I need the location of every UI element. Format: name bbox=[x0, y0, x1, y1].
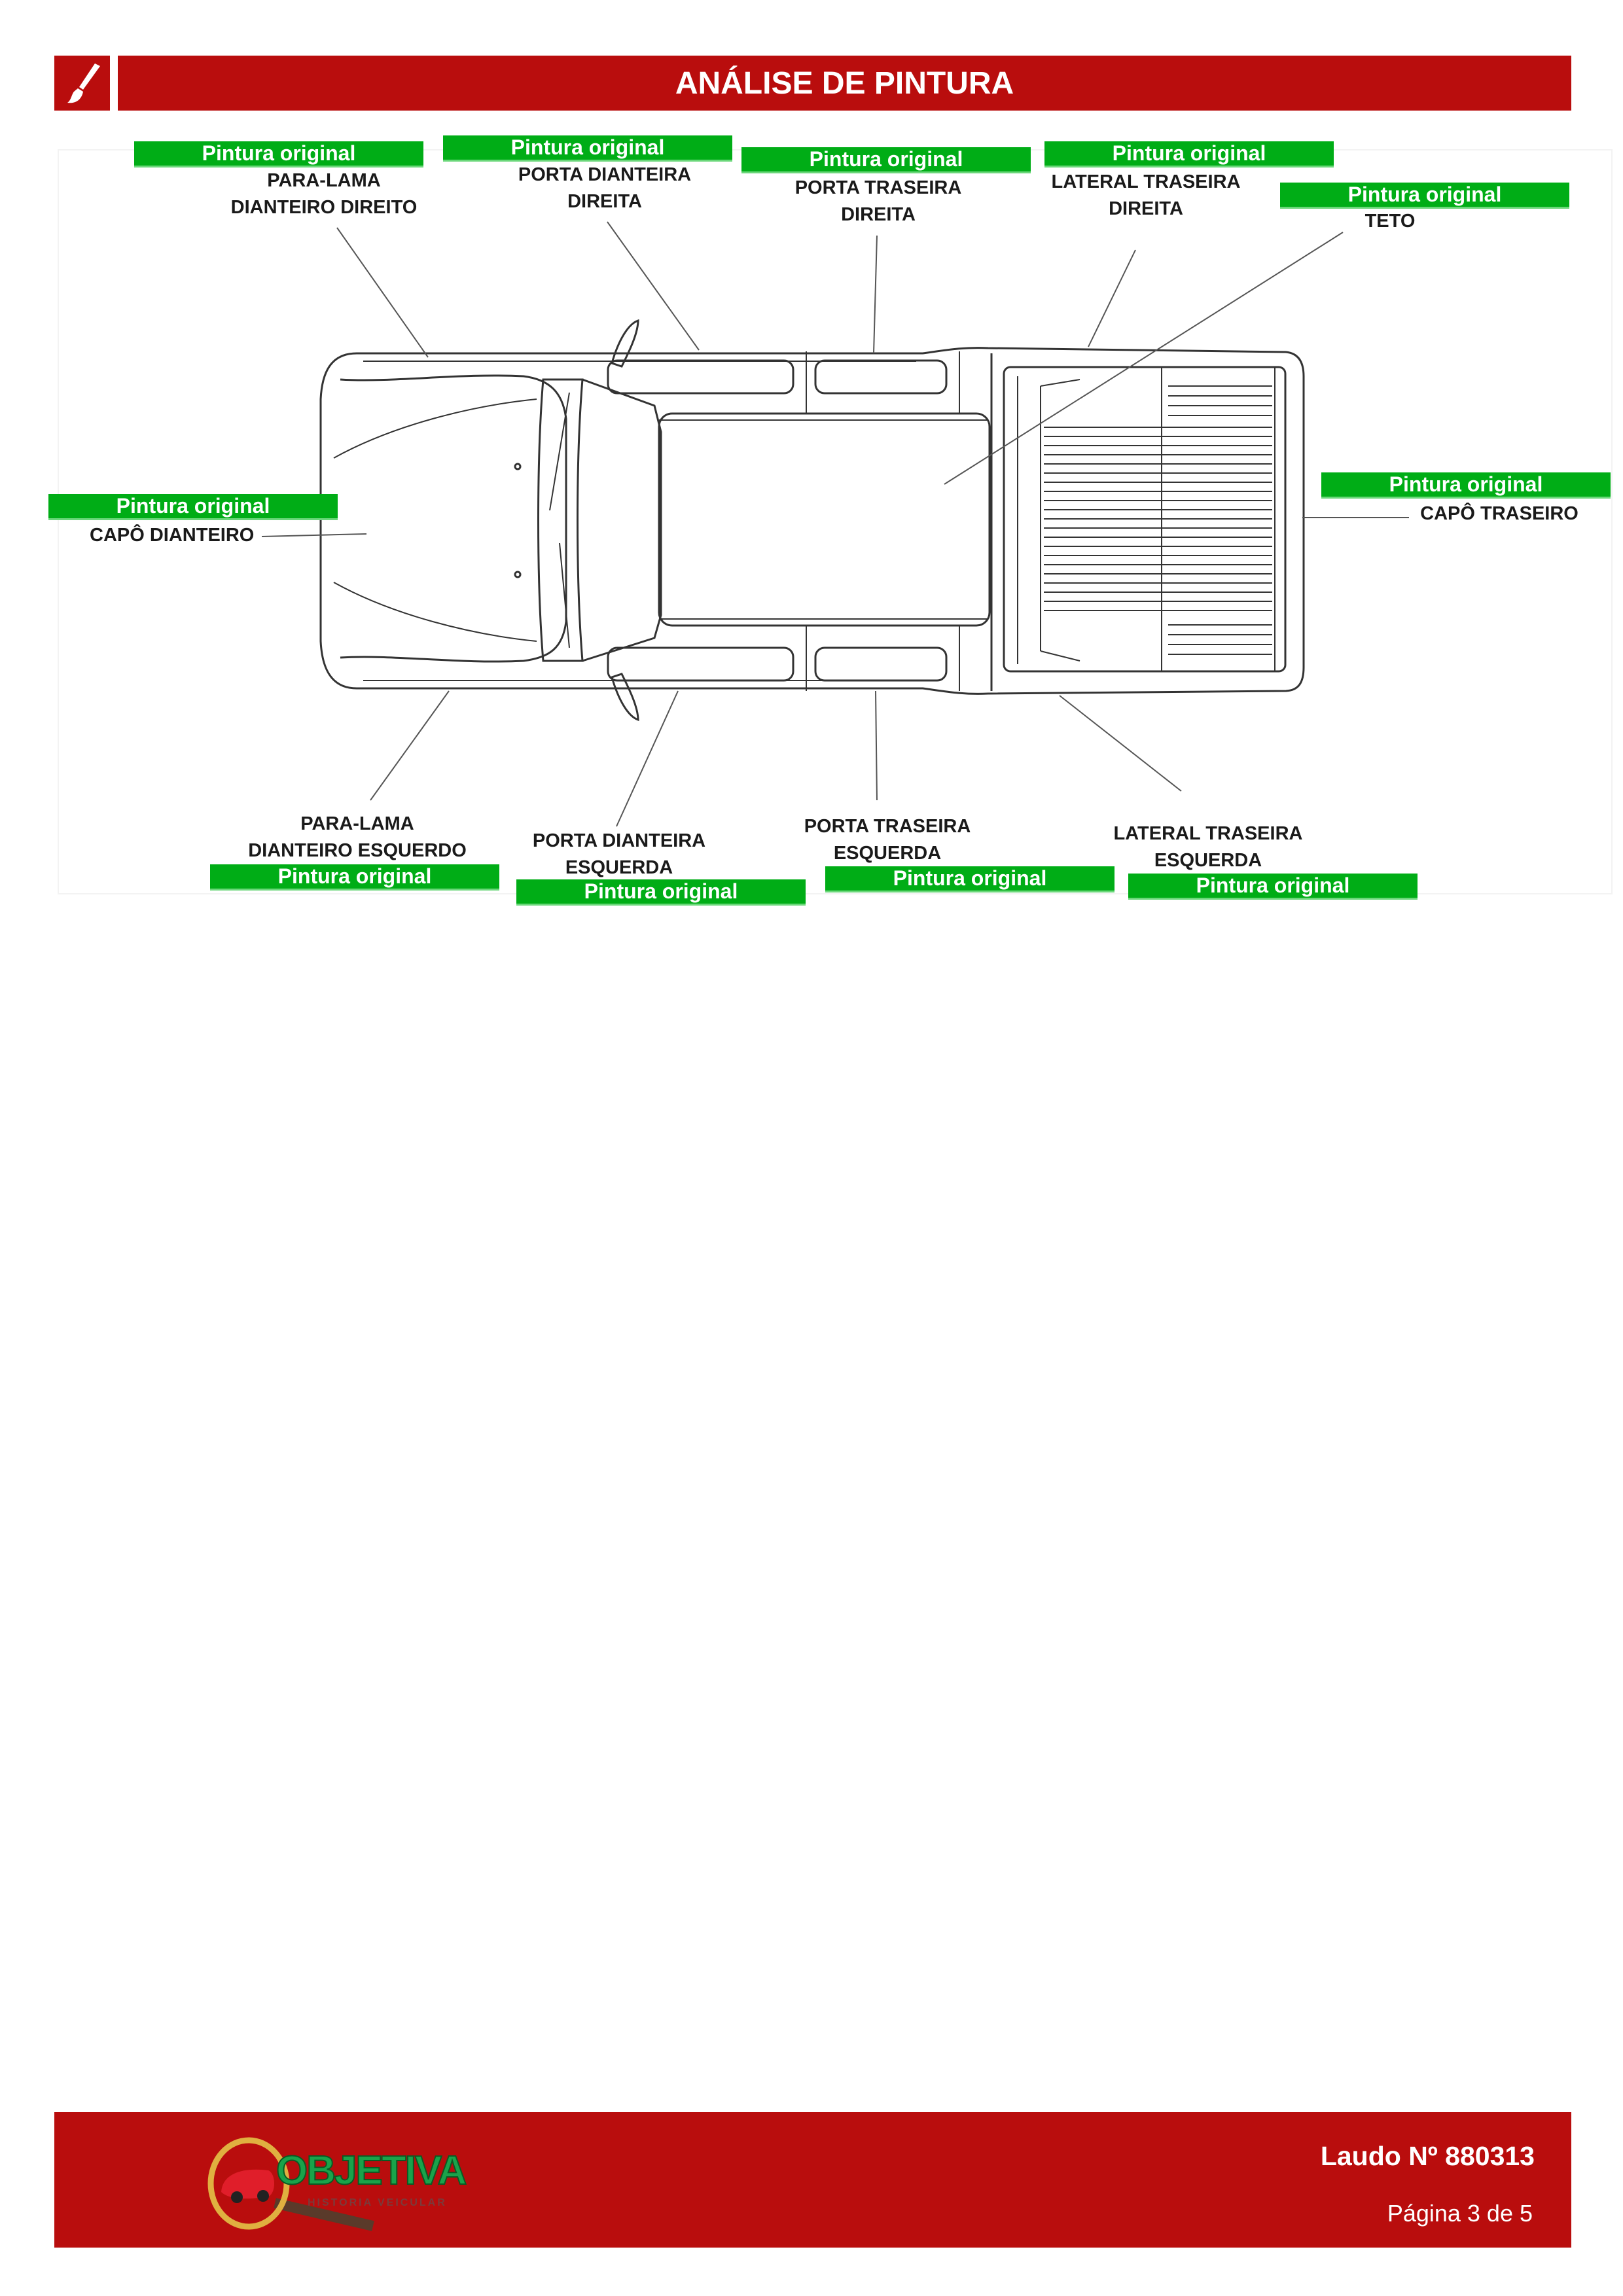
part-label-line: PORTA DIANTEIRA bbox=[532, 830, 706, 851]
part-label-line: PARA-LAMA bbox=[267, 170, 381, 191]
status-badge-capo-traseiro: Pintura original bbox=[1321, 472, 1611, 499]
paintbrush-icon bbox=[54, 56, 110, 111]
status-badge-porta-dianteira-esquerda: Pintura original bbox=[516, 879, 806, 906]
part-label-porta-traseira-direita: PORTA TRASEIRA DIREITA bbox=[795, 175, 962, 228]
company-logo: OBJETIVA HISTORIA VEICULAR bbox=[203, 2134, 484, 2233]
page-indicator: Página 3 de 5 bbox=[1387, 2200, 1533, 2227]
part-label-porta-traseira-esquerda: PORTA TRASEIRA ESQUERDA bbox=[804, 813, 971, 867]
part-label-capo-dianteiro: CAPÔ DIANTEIRO bbox=[90, 522, 254, 549]
part-label-line: DIANTEIRO DIREITO bbox=[230, 197, 418, 218]
part-label-line: PORTA TRASEIRA bbox=[804, 816, 971, 837]
status-badge-teto: Pintura original bbox=[1280, 183, 1569, 209]
status-badge-lateral-traseira-direita: Pintura original bbox=[1044, 141, 1334, 168]
part-label-line: DIANTEIRO ESQUERDO bbox=[248, 840, 467, 861]
status-badge-lateral-traseira-esquerda: Pintura original bbox=[1128, 874, 1418, 900]
part-label-lateral-traseira-esquerda: LATERAL TRASEIRA ESQUERDA bbox=[1114, 821, 1303, 874]
part-label-para-lama-dianteiro-direito: PARA-LAMA DIANTEIRO DIREITO bbox=[231, 168, 418, 221]
part-label-capo-traseiro: CAPÔ TRASEIRO bbox=[1420, 501, 1578, 527]
report-number: Laudo Nº 880313 bbox=[1320, 2141, 1535, 2171]
pickup-top-view-diagram bbox=[261, 221, 1409, 827]
part-label-line: LATERAL TRASEIRA bbox=[1051, 171, 1241, 192]
part-label-line: PORTA TRASEIRA bbox=[794, 177, 962, 198]
part-label-line: ESQUERDA bbox=[1154, 850, 1262, 871]
part-label-para-lama-dianteiro-esquerdo: PARA-LAMA DIANTEIRO ESQUERDO bbox=[248, 811, 467, 864]
part-label-line: PARA-LAMA bbox=[300, 813, 414, 834]
logo-text: OBJETIVA bbox=[276, 2147, 467, 2194]
part-label-line: PORTA DIANTEIRA bbox=[518, 164, 692, 185]
part-label-line: ESQUERDA bbox=[833, 843, 942, 864]
status-badge-para-lama-dianteiro-esquerdo: Pintura original bbox=[210, 864, 499, 891]
magnifier-car-logo-icon bbox=[207, 2137, 374, 2231]
logo-subtext: HISTORIA VEICULAR bbox=[308, 2197, 447, 2208]
part-label-line: DIREITA bbox=[1109, 198, 1183, 219]
part-label-line: ESQUERDA bbox=[565, 857, 673, 878]
status-badge-porta-traseira-esquerda: Pintura original bbox=[825, 866, 1115, 892]
part-label-porta-dianteira-direita: PORTA DIANTEIRA DIREITA bbox=[518, 162, 691, 215]
status-badge-para-lama-dianteiro-direito: Pintura original bbox=[134, 141, 423, 168]
leader-lines bbox=[261, 221, 1409, 827]
status-badge-porta-traseira-direita: Pintura original bbox=[741, 147, 1031, 173]
status-badge-capo-dianteiro: Pintura original bbox=[48, 494, 338, 520]
part-label-line: DIREITA bbox=[841, 204, 916, 225]
part-label-porta-dianteira-esquerda: PORTA DIANTEIRA ESQUERDA bbox=[533, 828, 705, 881]
part-label-line: CAPÔ DIANTEIRO bbox=[90, 525, 255, 546]
part-label-line: DIREITA bbox=[567, 191, 642, 212]
footer-bar bbox=[54, 2112, 1571, 2248]
section-title: ANÁLISE DE PINTURA bbox=[118, 56, 1571, 111]
part-label-line: TETO bbox=[1364, 211, 1416, 232]
part-label-line: CAPÔ TRASEIRO bbox=[1420, 503, 1578, 524]
part-label-lateral-traseira-direita: LATERAL TRASEIRA DIREITA bbox=[1052, 169, 1241, 222]
status-badge-porta-dianteira-direita: Pintura original bbox=[443, 135, 732, 162]
part-label-teto: TETO bbox=[1365, 208, 1416, 235]
part-label-line: LATERAL TRASEIRA bbox=[1113, 823, 1303, 844]
